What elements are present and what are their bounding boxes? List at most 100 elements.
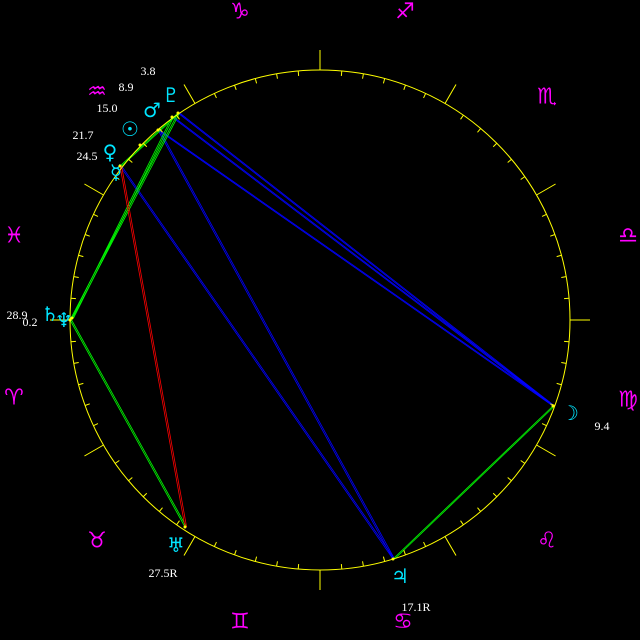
pisces-sign-icon: ♓ (4, 224, 24, 249)
neptune-icon: ♆ (55, 308, 73, 332)
sagittarius-sign-icon: ♐ (395, 0, 415, 25)
degree-tick (561, 276, 567, 278)
degree-tick (213, 93, 217, 99)
degree-tick (541, 213, 547, 217)
scorpio-sign-icon: ♏ (537, 85, 557, 110)
aspect-line-sun-jupiter (159, 129, 395, 560)
degree-tick (114, 460, 120, 464)
degree-tick (460, 114, 464, 120)
degree-tick (382, 78, 386, 84)
house-cusp-line (536, 183, 556, 196)
degree-tick (84, 403, 90, 406)
house-cusp-line (183, 84, 196, 104)
saturn-position-marker (68, 318, 72, 322)
uranus-position-marker (183, 525, 187, 529)
degree-ticks (50, 50, 590, 590)
degree-tick (254, 78, 258, 84)
house-cusp-line (183, 536, 196, 556)
degree-tick (520, 460, 526, 464)
saturn-icon: ♄ (41, 302, 59, 326)
aspect-line-mercury-jupiter (121, 165, 395, 560)
neptune-position-marker (70, 316, 74, 320)
degree-tick (158, 128, 163, 133)
degree-tick (93, 423, 99, 427)
mercury-icon: ☿ (110, 160, 122, 184)
degree-tick (78, 382, 84, 386)
aries-sign-icon: ♈ (4, 386, 24, 411)
degree-tick (507, 158, 512, 163)
degree-tick (477, 128, 482, 133)
degree-tick (556, 254, 562, 258)
degree-tick (142, 492, 148, 498)
capricorn-sign-icon: ♑ (230, 0, 250, 25)
aspect-lines (69, 112, 555, 560)
degree-tick (541, 423, 547, 427)
aspect-line-mars-moon (171, 116, 554, 407)
degree-tick (234, 550, 237, 556)
neptune-degree-label: 0.2 (23, 315, 38, 329)
degree-tick (158, 507, 163, 512)
aspect-line-saturn-uranus (71, 319, 187, 528)
aspect-line-mercury-jupiter (119, 165, 394, 560)
venus-position-marker (138, 143, 142, 147)
mars-degree-label: 8.9 (119, 80, 134, 94)
pluto-icon: ♇ (162, 83, 180, 107)
degree-tick (84, 234, 90, 237)
house-cusp-line (84, 444, 104, 457)
aspect-line-moon-jupiter (392, 405, 554, 560)
aspect-line-neptune-mars (71, 116, 173, 319)
degree-tick (477, 507, 482, 512)
degree-tick (423, 541, 427, 547)
degree-tick (142, 142, 148, 148)
degree-tick (213, 541, 217, 547)
pluto-position-marker (176, 111, 180, 115)
virgo-sign-icon: ♍ (618, 388, 638, 413)
degree-tick (73, 362, 79, 364)
aspect-line-mercury-uranus (119, 165, 186, 528)
aspect-line-neptune-mars (73, 116, 174, 319)
degree-tick (276, 73, 278, 79)
cancer-sign-icon: ♋ (393, 610, 413, 635)
jupiter-degree-label: 17.1R (401, 600, 430, 614)
aspect-line-mercury-uranus (121, 165, 187, 528)
mars-icon: ♂ (143, 98, 161, 122)
jupiter-position-marker (391, 557, 395, 561)
libra-sign-icon: ♎ (618, 224, 638, 249)
pluto-degree-label: 3.8 (141, 64, 156, 78)
aspect-line-sun-moon (157, 129, 554, 407)
house-cusp-line (536, 444, 556, 457)
mercury-degree-label: 24.5 (77, 149, 98, 163)
planet-glyphs: ♇3.8♂8.9☉15.0♀21.7☿24.5♄28.9♆0.2☽9.4♃17.… (7, 64, 610, 614)
degree-tick (176, 520, 180, 526)
aspect-line-sun-jupiter (157, 129, 394, 560)
gemini-sign-icon: ♊ (230, 610, 250, 635)
degree-tick (362, 73, 364, 79)
aspect-line-moon-jupiter (394, 405, 555, 560)
degree-tick (276, 561, 278, 567)
mercury-position-marker (118, 164, 122, 168)
aquarius-sign-icon: ♒ (87, 80, 107, 105)
house-cusp-line (444, 84, 457, 104)
moon-icon: ☽ (561, 401, 579, 425)
degree-tick (507, 477, 512, 482)
degree-tick (176, 114, 180, 120)
taurus-sign-icon: ♉ (87, 529, 107, 554)
degree-tick (492, 492, 498, 498)
degree-tick (423, 93, 427, 99)
degree-tick (520, 176, 526, 180)
uranus-degree-label: 27.5R (148, 566, 177, 580)
degree-tick (78, 254, 84, 258)
degree-tick (234, 84, 237, 90)
moon-degree-label: 9.4 (595, 419, 610, 433)
uranus-icon: ♅ (167, 533, 185, 557)
degree-tick (128, 158, 133, 163)
degree-tick (382, 556, 386, 562)
degree-tick (550, 234, 556, 237)
sun-icon: ☉ (121, 117, 139, 141)
degree-tick (114, 176, 120, 180)
venus-degree-label: 21.7 (73, 128, 94, 142)
degree-tick (362, 561, 364, 567)
degree-tick (254, 556, 258, 562)
degree-tick (128, 477, 133, 482)
